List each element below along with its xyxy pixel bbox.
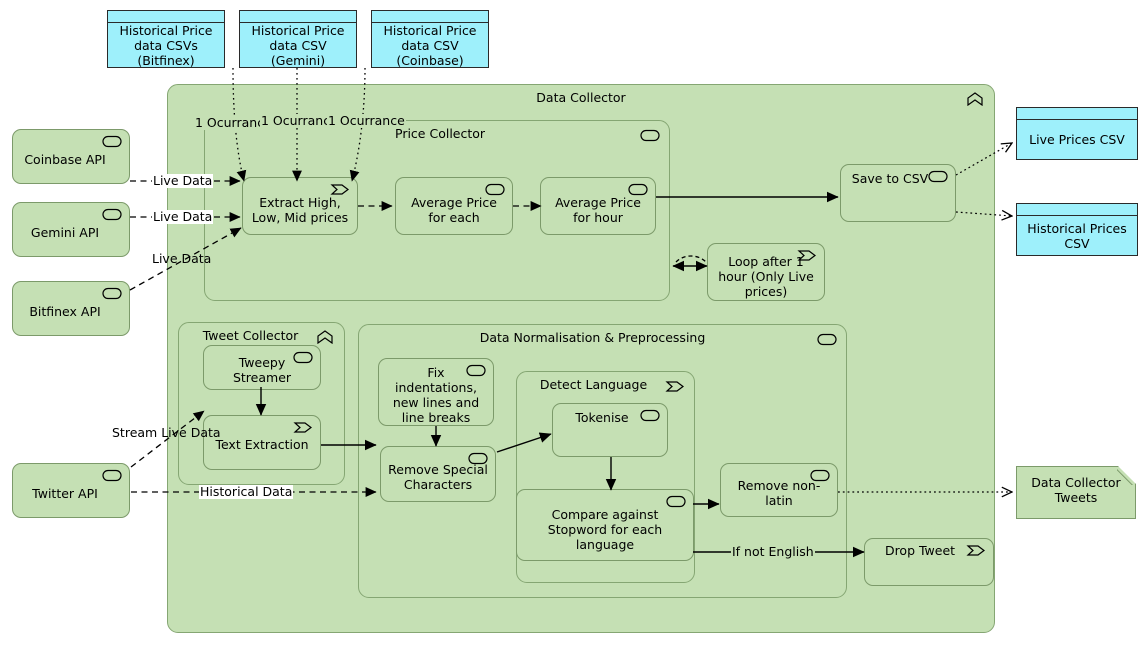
node-remove-non-latin[interactable]: Remove non-latin bbox=[720, 463, 838, 517]
node-tweepy-streamer[interactable]: Tweepy Streamer bbox=[203, 345, 321, 390]
node-label: Loop after 1 hour (Only Live prices) bbox=[718, 253, 814, 299]
application-service-icon bbox=[102, 135, 122, 148]
node-average-price-each[interactable]: Average Price for each bbox=[395, 177, 513, 235]
node-tokenise[interactable]: Tokenise bbox=[552, 403, 668, 457]
edge-label-occurrence-gemini: 1 Ocurrance bbox=[260, 113, 339, 128]
node-label: Drop Tweet bbox=[884, 543, 956, 558]
data-object-historical-prices-csv[interactable]: Historical Prices CSV bbox=[1016, 203, 1138, 256]
data-object-historical-coinbase[interactable]: Historical Price data CSV (Coinbase) bbox=[371, 10, 489, 68]
application-process-icon bbox=[330, 183, 350, 196]
application-process-icon bbox=[293, 421, 313, 434]
group-data-normalisation[interactable]: Data Normalisation & Preprocessing bbox=[358, 324, 847, 598]
group-price-collector-label: Price Collector bbox=[395, 126, 486, 141]
application-service-icon bbox=[640, 127, 660, 142]
node-twitter-api[interactable]: Twitter API bbox=[12, 463, 130, 518]
data-object-label: Historical Price data CSV (Gemini) bbox=[251, 23, 345, 68]
node-label: Save to CSV bbox=[851, 171, 929, 186]
application-service-icon bbox=[293, 351, 313, 364]
application-service-icon bbox=[485, 183, 505, 196]
edge-label-live-data-gemini: Live Data bbox=[152, 209, 214, 224]
application-service-icon bbox=[468, 452, 488, 465]
group-detect-language[interactable]: Detect Language bbox=[516, 371, 695, 583]
node-text-extraction[interactable]: Text Extraction bbox=[203, 415, 321, 470]
data-object-live-prices-csv[interactable]: Live Prices CSV bbox=[1016, 107, 1138, 160]
data-object-historical-bitfinex[interactable]: Historical Price data CSVs (Bitfinex) bbox=[107, 10, 225, 68]
edge-label-occurrence-coinbase: 1 Ocurrance bbox=[327, 113, 406, 128]
application-function-icon bbox=[965, 91, 985, 107]
node-label: Compare against Stopword for each langua… bbox=[547, 506, 663, 552]
application-service-icon bbox=[102, 208, 122, 221]
data-object-icon bbox=[1017, 108, 1137, 120]
node-label: Remove non-latin bbox=[737, 478, 821, 508]
application-process-icon bbox=[966, 544, 986, 557]
deliverable-fold-line bbox=[1117, 466, 1136, 485]
node-drop-tweet[interactable]: Drop Tweet bbox=[864, 538, 994, 586]
group-tweet-collector-label: Tweet Collector bbox=[202, 328, 299, 343]
node-label: Fix indentations, new lines and line bre… bbox=[392, 365, 480, 425]
node-bitfinex-api[interactable]: Bitfinex API bbox=[12, 281, 130, 336]
deliverable-data-collector-tweets[interactable]: Data Collector Tweets bbox=[1016, 466, 1136, 519]
node-save-to-csv[interactable]: Save to CSV bbox=[840, 164, 956, 222]
node-label: Twitter API bbox=[32, 486, 98, 501]
group-detect-language-label: Detect Language bbox=[539, 377, 648, 392]
application-service-icon bbox=[466, 364, 486, 377]
node-gemini-api[interactable]: Gemini API bbox=[12, 202, 130, 257]
edge-label-historical-data: Historical Data bbox=[199, 484, 294, 499]
data-object-label: Historical Price data CSVs (Bitfinex) bbox=[119, 23, 213, 68]
node-label: Coinbase API bbox=[24, 152, 106, 167]
node-label: Text Extraction bbox=[215, 437, 309, 452]
data-object-icon bbox=[240, 11, 356, 23]
edge-label-if-not-english: If not English bbox=[731, 544, 815, 559]
node-label: Gemini API bbox=[30, 225, 100, 240]
edge-label-live-data-coinbase: Live Data bbox=[152, 173, 214, 188]
node-label: Bitfinex API bbox=[29, 304, 101, 319]
node-label: Average Price for each bbox=[411, 195, 497, 225]
node-label: Remove Special Characters bbox=[388, 462, 488, 492]
group-data-collector-label: Data Collector bbox=[536, 90, 626, 105]
deliverable-label: Data Collector Tweets bbox=[1031, 474, 1121, 505]
application-service-icon bbox=[102, 287, 122, 300]
node-label: Tokenise bbox=[575, 410, 629, 425]
node-fix-indentations[interactable]: Fix indentations, new lines and line bre… bbox=[378, 358, 494, 426]
application-process-icon bbox=[797, 249, 817, 262]
application-service-icon bbox=[640, 409, 660, 422]
node-extract-prices[interactable]: Extract High, Low, Mid prices bbox=[242, 177, 358, 235]
data-object-label: Historical Price data CSV (Coinbase) bbox=[383, 23, 477, 68]
application-service-icon bbox=[810, 469, 830, 482]
application-function-icon bbox=[315, 329, 335, 345]
edge-label-live-data-bitfinex: Live Data bbox=[152, 251, 212, 266]
node-compare-stopword[interactable]: Compare against Stopword for each langua… bbox=[516, 489, 694, 561]
application-process-icon bbox=[665, 378, 685, 392]
data-object-historical-gemini[interactable]: Historical Price data CSV (Gemini) bbox=[239, 10, 357, 68]
group-data-normalisation-label: Data Normalisation & Preprocessing bbox=[479, 330, 706, 345]
application-service-icon bbox=[817, 331, 837, 346]
data-object-icon bbox=[372, 11, 488, 23]
application-service-icon bbox=[102, 469, 122, 482]
group-price-collector[interactable]: Price Collector bbox=[204, 120, 670, 301]
application-service-icon bbox=[928, 170, 948, 183]
node-remove-special-characters[interactable]: Remove Special Characters bbox=[380, 446, 496, 502]
node-label: Extract High, Low, Mid prices bbox=[251, 195, 349, 225]
data-object-icon bbox=[1017, 204, 1137, 216]
node-coinbase-api[interactable]: Coinbase API bbox=[12, 129, 130, 184]
application-service-icon bbox=[666, 495, 686, 508]
application-service-icon bbox=[628, 183, 648, 196]
node-label: Average Price for hour bbox=[555, 195, 641, 225]
node-average-price-hour[interactable]: Average Price for hour bbox=[540, 177, 656, 235]
group-tweet-collector[interactable]: Tweet Collector bbox=[178, 322, 345, 485]
node-loop-after-hour[interactable]: Loop after 1 hour (Only Live prices) bbox=[707, 243, 825, 301]
data-object-icon bbox=[108, 11, 224, 23]
data-object-label: Live Prices CSV bbox=[1029, 132, 1125, 147]
edge-label-stream-live-data: Stream Live Data bbox=[112, 425, 221, 440]
data-object-label: Historical Prices CSV bbox=[1027, 220, 1127, 251]
node-label: Tweepy Streamer bbox=[232, 354, 292, 385]
